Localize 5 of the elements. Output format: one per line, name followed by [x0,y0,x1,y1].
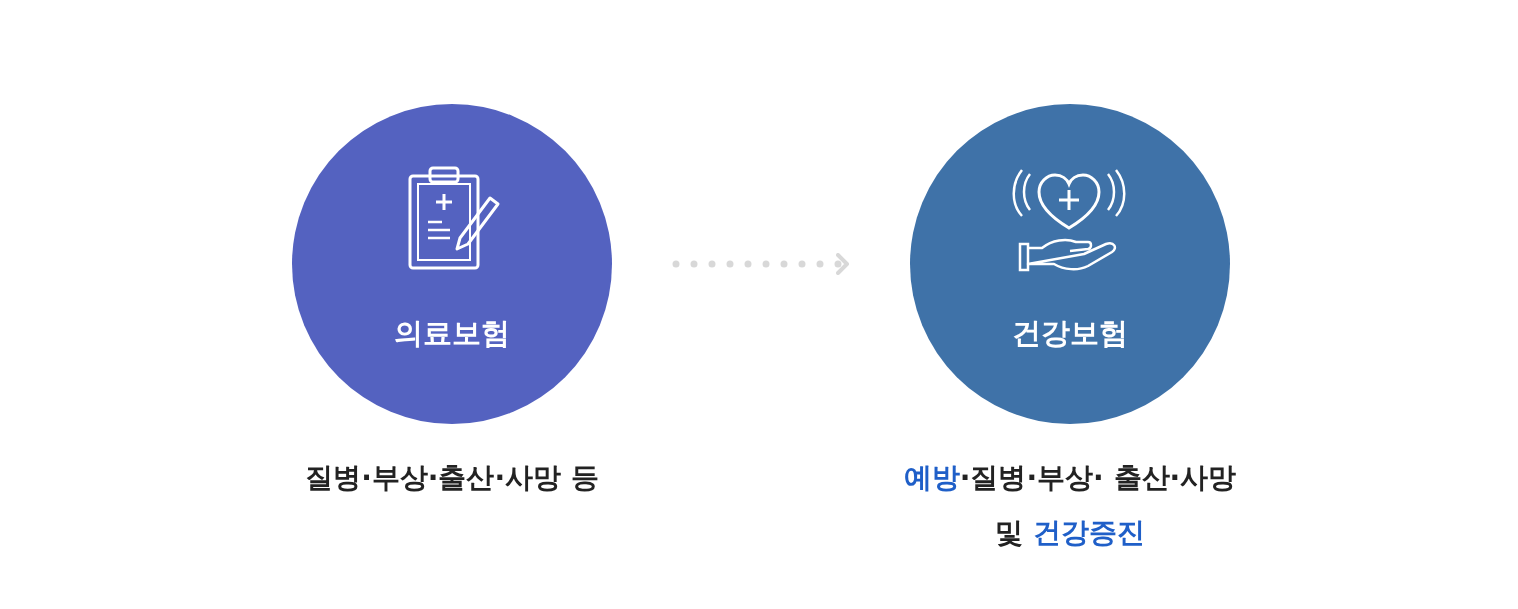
node-title: 건강보험 [1012,316,1128,350]
node-title: 의료보험 [394,316,510,350]
dotted-arrow [672,253,849,275]
caption-text: 질병·부상·출산·사망 등 [304,460,600,496]
caption-text: 예방·질병·부상· 출산·사망 및 건강증진 [902,460,1238,551]
